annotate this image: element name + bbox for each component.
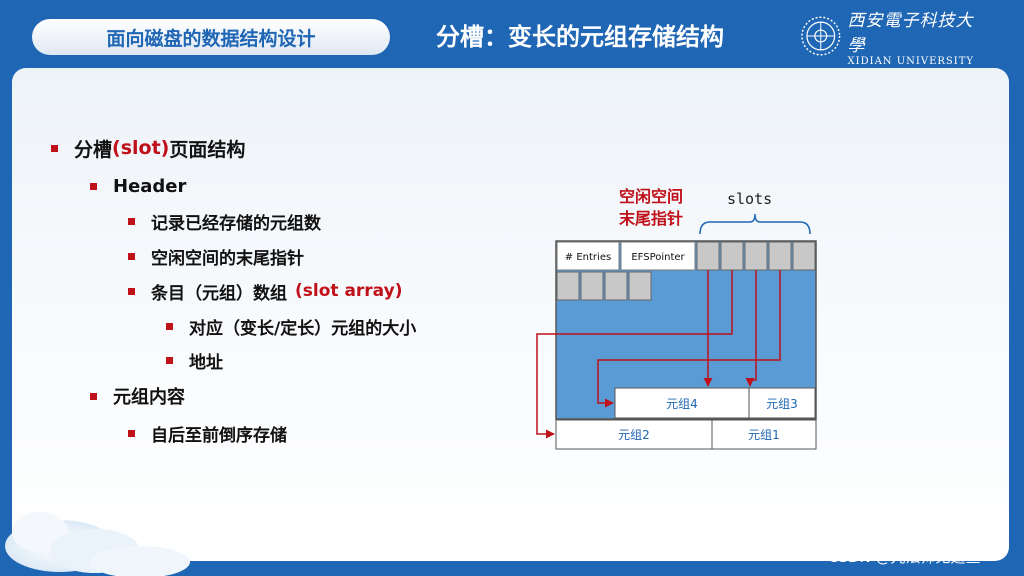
slot-cell (580, 271, 604, 301)
slot-cell (744, 241, 768, 271)
slot-cell (792, 241, 816, 271)
bullet-marker (90, 392, 97, 400)
bullet-tuple-content: 元组内容 (90, 385, 185, 408)
university-emblem-icon (801, 16, 841, 56)
tuple-2-box (555, 419, 713, 450)
bullet-marker (128, 287, 135, 295)
cloud-decoration (5, 512, 190, 576)
bullet-text: 对应（变长/定长）元组的大小 (189, 318, 417, 339)
bullet-text: 记录已经存储的元组数 (151, 213, 321, 234)
bullet-text: 页面结构 (169, 138, 246, 161)
bullet-text: Header (113, 175, 187, 197)
slot-cell (696, 241, 720, 271)
slot-cell (556, 271, 580, 301)
bullet-text: 元组内容 (113, 387, 185, 408)
bullet-marker (166, 356, 173, 364)
content-panel (12, 68, 1009, 561)
bullet-text: 分槽 (74, 138, 113, 161)
university-logo: 西安電子科技大學 XIDIAN UNIVERSITY (800, 11, 990, 67)
tuple-3-label: 元组3 (766, 397, 798, 411)
bullet-text: 地址 (189, 352, 223, 373)
slot-cell (720, 241, 744, 271)
bullet-text: 条目（元组）数组 (151, 283, 287, 304)
bullet-tuple-count: 记录已经存储的元组数 (128, 210, 321, 234)
slotted-page-diagram: 空闲空间 末尾指针 slots # Entries EFSPointer 元组4… (536, 187, 817, 450)
bullet-reverse-storage: 自后至前倒序存储 (128, 422, 287, 446)
bullet-tuple-size: 对应（变长/定长）元组的大小 (166, 315, 417, 339)
bullet-highlight: (slot) (112, 137, 170, 159)
pointer-arrow-tuple4 (597, 270, 781, 408)
slots-label: slots (727, 190, 772, 208)
bullet-text: 自后至前倒序存储 (151, 425, 287, 446)
course-title: 面向磁盘的数据结构设计 (106, 27, 316, 50)
bullet-marker (90, 182, 97, 190)
bullet-marker (128, 217, 135, 225)
pointer-arrow-tuple2 (536, 270, 733, 439)
bullet-highlight: (slot array) (295, 281, 403, 301)
free-space-label-line1: 空闲空间 (619, 187, 683, 206)
free-space-label-line2: 末尾指针 (619, 209, 683, 228)
logo-english-name: XIDIAN UNIVERSITY (847, 55, 974, 67)
csdn-watermark: CSDN @咒法师无翅鱼 (828, 548, 981, 566)
slot-cell (768, 241, 792, 271)
entries-label: # Entries (565, 252, 611, 263)
bullet-slot-array: 条目（元组）数组 (slot array) (128, 280, 403, 304)
bullet-address: 地址 (166, 349, 223, 373)
slots-brace (699, 213, 811, 235)
tuple-2-label: 元组2 (618, 428, 650, 442)
tuple-1-label: 元组1 (748, 428, 780, 442)
efs-pointer-cell (620, 241, 696, 271)
tuple-4-box (614, 387, 750, 419)
tuple-4-label: 元组4 (666, 397, 698, 411)
bullet-free-space-pointer: 空闲空间的末尾指针 (128, 245, 304, 269)
tuple-1-box (711, 419, 817, 450)
bullet-marker (128, 252, 135, 260)
course-title-pill: 面向磁盘的数据结构设计 (32, 19, 390, 55)
logo-chinese-name: 西安電子科技大學 (847, 10, 974, 56)
slot-cell (628, 271, 652, 301)
bullet-header: Header (90, 175, 186, 197)
efs-pointer-label: EFSPointer (631, 252, 685, 263)
bullet-marker (166, 322, 173, 330)
slot-cell (604, 271, 628, 301)
entries-cell (556, 241, 620, 271)
bullet-text: 空闲空间的末尾指针 (151, 248, 304, 269)
bullet-marker (128, 429, 135, 437)
pointer-arrow-tuple3 (745, 270, 757, 387)
logo-text: 西安電子科技大學 XIDIAN UNIVERSITY (848, 6, 990, 67)
slide-title: 分槽：变长的元组存储结构 (436, 23, 724, 51)
bullet-marker (51, 144, 58, 152)
bullet-slot-page-structure: 分槽(slot)页面结构 (51, 136, 246, 161)
tuple-3-box (748, 387, 816, 419)
